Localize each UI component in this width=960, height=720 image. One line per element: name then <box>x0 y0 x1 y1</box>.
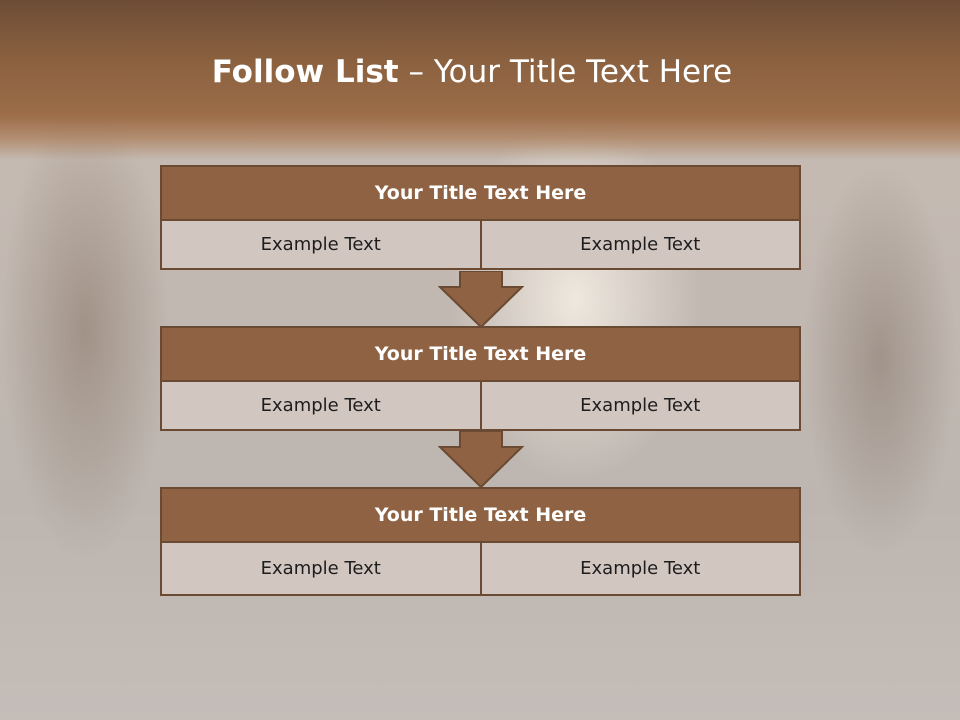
block-cell-left: Example Text <box>160 543 482 596</box>
slide-title: Follow List – Your Title Text Here <box>0 54 944 90</box>
list-block-3: Your Title Text Here Example Text Exampl… <box>160 487 801 596</box>
block-cell-left: Example Text <box>160 382 482 431</box>
block-cell-left: Example Text <box>160 221 482 270</box>
list-block-1: Your Title Text Here Example Text Exampl… <box>160 165 801 270</box>
header-band <box>0 0 960 160</box>
block-cell-right: Example Text <box>481 382 801 431</box>
down-arrow-icon <box>438 431 524 489</box>
title-rest: – Your Title Text Here <box>408 54 733 90</box>
block-title: Your Title Text Here <box>160 326 801 382</box>
down-arrow-icon <box>438 271 524 329</box>
block-cell-right: Example Text <box>481 543 801 596</box>
block-row: Example Text Example Text <box>160 543 801 596</box>
block-row: Example Text Example Text <box>160 382 801 431</box>
list-block-2: Your Title Text Here Example Text Exampl… <box>160 326 801 431</box>
title-bold: Follow List <box>211 54 399 90</box>
block-row: Example Text Example Text <box>160 221 801 270</box>
block-cell-right: Example Text <box>481 221 801 270</box>
block-title: Your Title Text Here <box>160 165 801 221</box>
block-title: Your Title Text Here <box>160 487 801 543</box>
